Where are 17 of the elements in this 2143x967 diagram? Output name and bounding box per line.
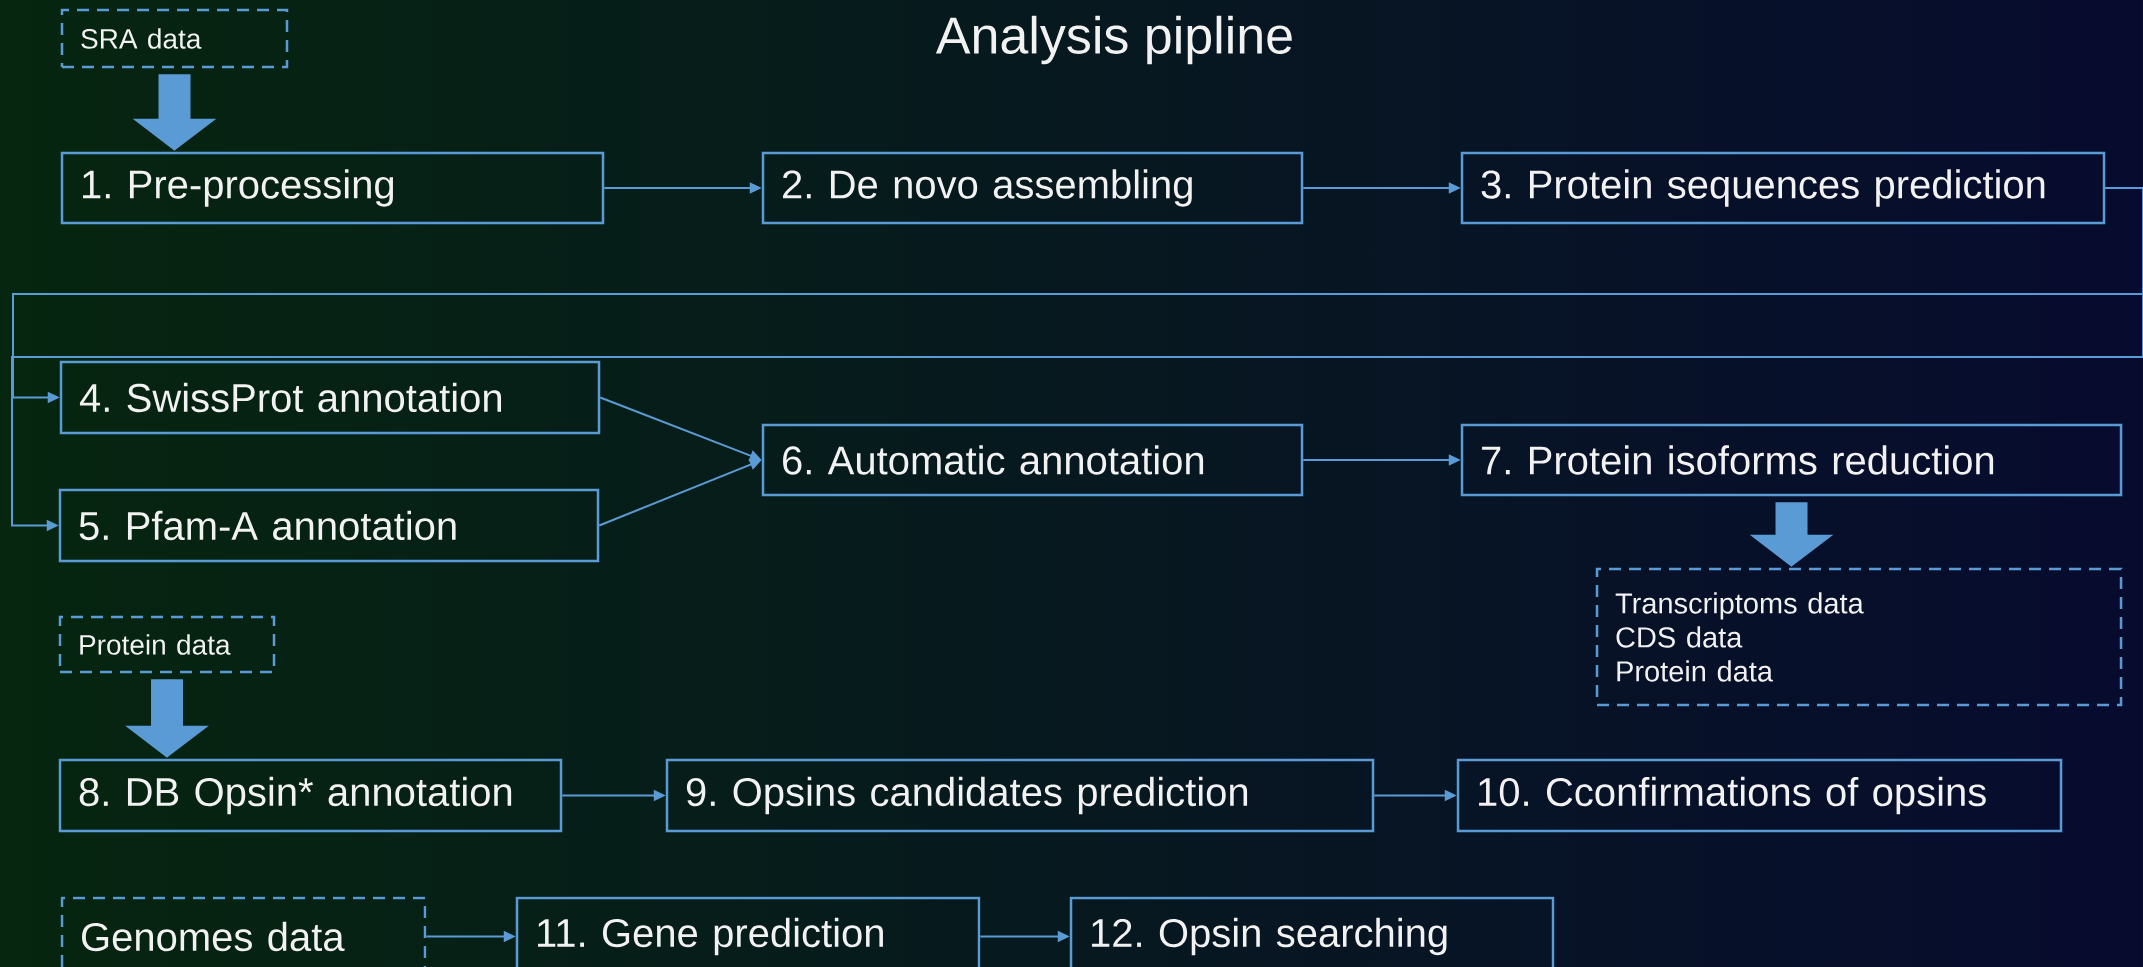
data-box: Transcriptoms data CDS data Protein data: [1595, 567, 2123, 707]
process-box: 1. Pre-processing: [60, 151, 605, 225]
data-box: Genomes data: [60, 896, 427, 967]
process-box: 10. Cconfirmations of opsins: [1456, 758, 2063, 833]
process-box: 5. Pfam-A annotation: [58, 488, 600, 563]
process-box: 6. Automatic annotation: [761, 423, 1304, 497]
process-box: 4. SwissProt annotation: [59, 360, 601, 435]
process-box: 3. Protein sequences prediction: [1460, 151, 2106, 225]
title: Analysis pipline: [935, 15, 1292, 65]
data-box: SRA data: [60, 8, 289, 69]
process-box: 7. Protein isoforms reduction: [1460, 423, 2123, 497]
process-box: 12. Opsin searching: [1069, 896, 1555, 967]
process-box: 9. Opsins candidates prediction: [665, 758, 1375, 833]
process-box: 2. De novo assembling: [761, 151, 1304, 225]
data-box: Protein data: [58, 615, 276, 674]
process-box: 8. DB Opsin* annotation: [58, 758, 563, 833]
process-box: 11. Gene prediction: [515, 896, 981, 967]
